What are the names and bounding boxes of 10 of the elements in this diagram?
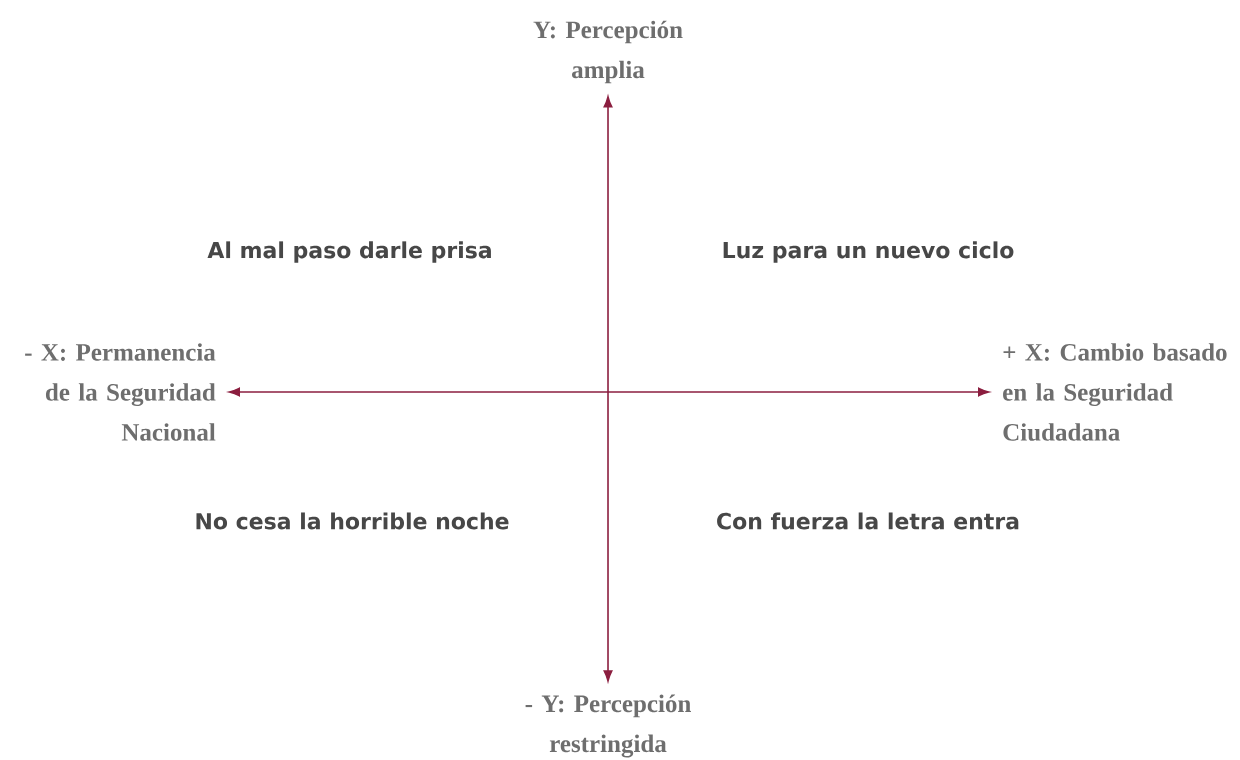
axis-label: - X: Permanencia de la Seguridad Nacional [25,343,216,441]
quadrant-title: Luz para un nuevo ciclo [723,241,1014,263]
axis-label: + X: Cambio basado en la Seguridad Ciudadana [1003,343,1227,441]
quadrant-title: Al mal paso darle prisa [207,241,491,263]
axis-label: - Y: Percepción restringida [525,694,691,758]
quadrant-title: No cesa la horrible noche [196,512,509,530]
axis-arrow [603,96,613,682]
quadrant-title: Con fuerza la letra entra [717,512,1019,530]
axis-label: Y: Percepción amplia [533,20,683,84]
axis-arrow [228,387,990,397]
